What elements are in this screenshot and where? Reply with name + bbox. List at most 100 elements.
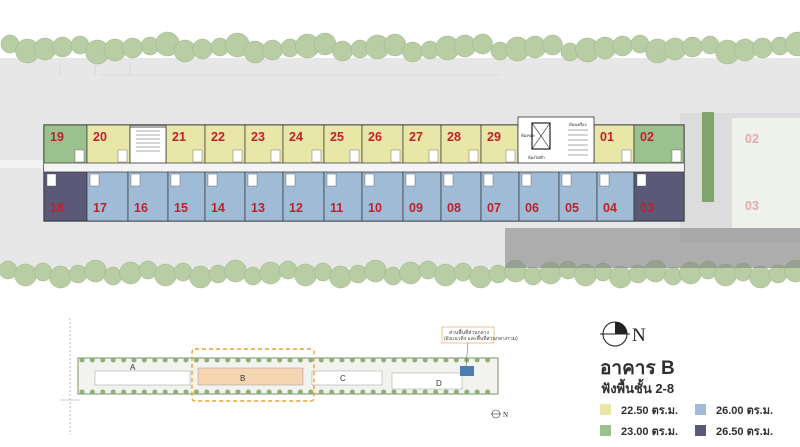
tree-icon <box>110 357 116 363</box>
unit-label-29: 29 <box>487 130 501 144</box>
tree-icon <box>121 357 127 363</box>
tree-icon <box>152 357 158 363</box>
bathroom <box>428 149 439 163</box>
unit-label-28: 28 <box>447 130 461 144</box>
tree-icon <box>370 389 376 395</box>
tree-icon <box>349 389 355 395</box>
unit-label-22: 22 <box>211 130 225 144</box>
tree-icon <box>243 266 263 286</box>
tree-icon <box>329 389 335 395</box>
legend-label-22-50: 22.50 ตร.ม. <box>621 405 678 417</box>
bathroom <box>192 149 203 163</box>
unit-label-12: 12 <box>289 201 303 215</box>
tree-icon <box>329 357 335 363</box>
legend-label-23-00: 23.00 ตร.ม. <box>621 426 678 438</box>
unit-09[interactable] <box>402 171 442 222</box>
tree-icon <box>119 261 142 285</box>
unit-label-02: 02 <box>640 130 654 144</box>
tree-icon <box>485 357 491 363</box>
tree-icon <box>204 389 210 395</box>
stair-treads-east <box>568 129 588 156</box>
tree-icon <box>277 389 283 395</box>
tree-icon <box>453 262 473 282</box>
bathroom <box>326 173 337 187</box>
tree-icon <box>173 389 179 395</box>
tree-icon <box>391 357 397 363</box>
bathroom <box>270 149 281 163</box>
tree-icon <box>612 35 633 57</box>
tree-icon <box>259 261 282 285</box>
tree-band-bottom <box>0 259 800 289</box>
tree-icon <box>485 389 491 395</box>
unit-label-05: 05 <box>565 201 579 215</box>
tree-icon <box>141 357 147 363</box>
tree-icon <box>329 265 352 289</box>
unit-03[interactable] <box>633 171 685 222</box>
tree-icon <box>266 357 272 363</box>
unit-11[interactable] <box>323 171 363 222</box>
site-label-b: B <box>240 374 245 383</box>
tree-icon <box>749 265 772 289</box>
tree-icon <box>469 265 492 289</box>
tree-icon <box>173 262 193 282</box>
tree-icon <box>474 357 480 363</box>
tree-icon <box>433 357 439 363</box>
site-callout-title: ส่วนพื้นที่ส่วนกลาง <box>449 327 489 336</box>
bathroom <box>521 173 532 187</box>
legend-label-26-50: 26.50 ตร.ม. <box>716 426 773 438</box>
tree-icon <box>785 31 800 57</box>
unit-label-13: 13 <box>251 201 265 215</box>
tree-icon <box>79 389 85 395</box>
tree-icon <box>523 266 543 286</box>
core-label-garbage: ห้องขยะ <box>521 133 535 138</box>
compass-icon <box>600 321 630 347</box>
tree-icon <box>360 389 366 395</box>
tree-icon <box>297 389 303 395</box>
tree-icon <box>422 389 428 395</box>
unit-label-26: 26 <box>368 130 382 144</box>
legend-swatch-26-00 <box>695 404 706 415</box>
tree-icon <box>183 357 189 363</box>
bathroom <box>390 149 401 163</box>
unit-label-15: 15 <box>174 201 188 215</box>
tree-icon <box>297 357 303 363</box>
tree-icon <box>308 389 314 395</box>
bathroom <box>505 149 516 163</box>
tree-icon <box>422 357 428 363</box>
unit-label-18: 18 <box>50 201 64 215</box>
unit-label-08: 08 <box>447 201 461 215</box>
parking-cover <box>505 228 800 268</box>
tree-icon <box>79 357 85 363</box>
tree-icon <box>412 357 418 363</box>
tree-icon <box>235 389 241 395</box>
tree-icon <box>399 261 422 285</box>
unit-label-19: 19 <box>50 130 64 144</box>
unit-label-10: 10 <box>368 201 382 215</box>
tree-icon <box>256 389 262 395</box>
legend: 22.50 ตร.ม. 26.00 ตร.ม. 23.00 ตร.ม. 26.5… <box>600 404 773 438</box>
tree-icon <box>542 34 563 56</box>
tree-icon <box>278 260 298 280</box>
site-building-c <box>311 370 383 386</box>
core-label-machine: ห้องเครื่อง <box>569 122 587 127</box>
site-building-d <box>391 372 463 390</box>
tree-icon <box>89 389 95 395</box>
compass-n-label: N <box>632 325 646 346</box>
adjacent-building <box>732 118 800 228</box>
bathroom <box>468 149 479 163</box>
tree-icon <box>383 266 403 286</box>
tree-icon <box>381 357 387 363</box>
tree-icon <box>192 38 213 60</box>
tree-icon <box>287 389 293 395</box>
parking-lines <box>59 62 500 76</box>
tree-icon <box>131 357 137 363</box>
tree-icon <box>401 357 407 363</box>
tree-icon <box>122 37 143 59</box>
unit-label-27: 27 <box>409 130 423 144</box>
tree-icon <box>183 389 189 395</box>
bathroom <box>349 149 360 163</box>
bathroom <box>232 149 243 163</box>
site-label-a: A <box>130 363 136 372</box>
